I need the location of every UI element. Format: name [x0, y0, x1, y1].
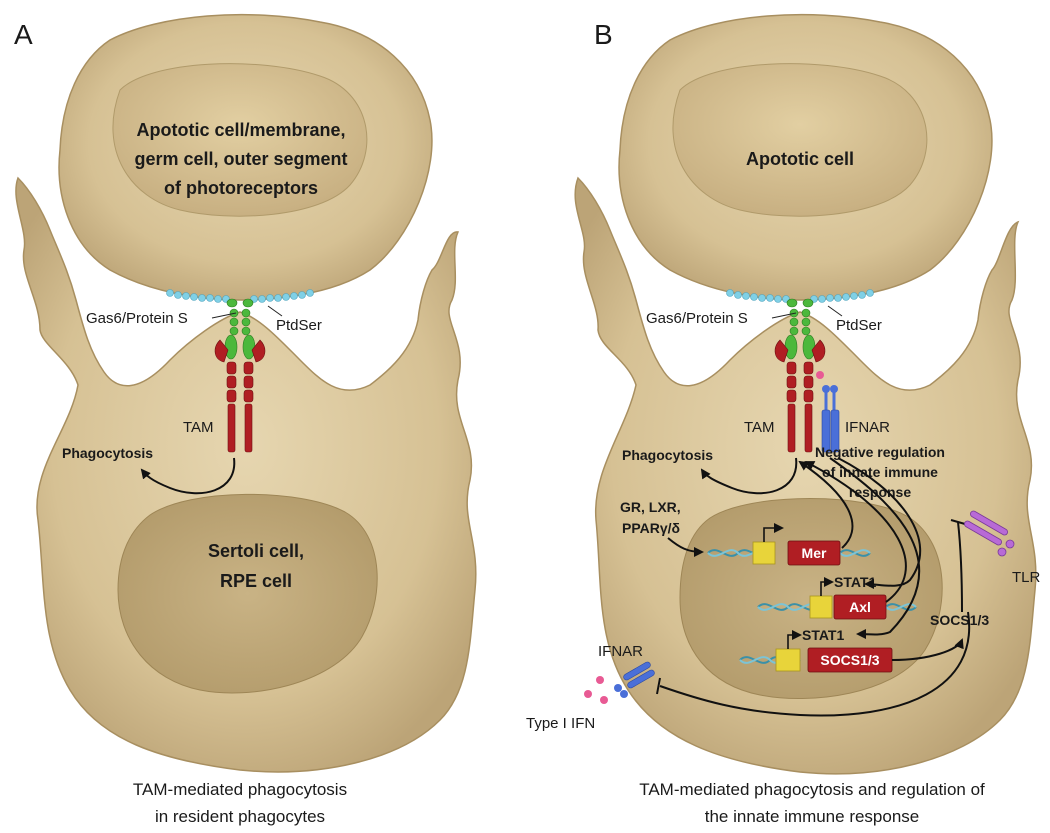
gene-axl — [757, 577, 917, 620]
phagocytosis-label-b: Phagocytosis — [622, 447, 713, 463]
tam-label-b: TAM — [744, 419, 775, 436]
gas6-label-b: Gas6/Protein S — [646, 310, 748, 327]
caption-b-2: the innate immune response — [705, 807, 920, 826]
tam-receptor-b — [774, 339, 826, 453]
type1-ifn-label: Type I IFN — [526, 715, 595, 732]
ifnar-lower-label: IFNAR — [598, 643, 643, 660]
nuclear-receptors-label-2: PPARγ/δ — [622, 520, 680, 536]
neg-reg-label-3: response — [849, 484, 911, 500]
gas6-label-a: Gas6/Protein S — [86, 310, 188, 327]
panel-b: B Apototic cell — [526, 13, 1041, 826]
stat1-label-1: STAT1 — [834, 574, 876, 590]
socs-to-socs-arrow — [891, 638, 964, 661]
phagocytosis-label-a: Phagocytosis — [62, 445, 153, 461]
gene-mer-label: Mer — [802, 545, 827, 561]
panel-a: A Apototic cell/membrane, germ cell, out… — [14, 13, 477, 826]
apoptotic-nucleus-a — [112, 63, 368, 217]
apoptotic-nucleus-b — [672, 63, 928, 217]
nuclear-receptors-label-1: GR, LXR, — [620, 499, 681, 515]
tam-label-a: TAM — [183, 419, 214, 436]
socs-inhibit-tlr — [957, 521, 963, 613]
tlr-label: TLR — [1012, 569, 1041, 586]
panel-b-letter: B — [594, 19, 613, 50]
ptdser-label-a: PtdSer — [276, 317, 322, 334]
caption-a-1: TAM-mediated phagocytosis — [133, 780, 347, 799]
gas6-ligand-a — [224, 298, 256, 360]
socs-inhibit-ifnar — [659, 611, 971, 717]
apoptotic-label-a-2: germ cell, outer segment — [134, 149, 347, 169]
stat1-label-2: STAT1 — [802, 627, 844, 643]
tlr-receptor — [964, 510, 1015, 557]
nucleus-label-a-2: RPE cell — [220, 571, 292, 591]
type1-ifn-molecules — [584, 676, 608, 704]
axl-to-tam-arrow — [804, 461, 907, 603]
panel-a-letter: A — [14, 19, 33, 50]
ptdser-dots-a — [166, 289, 314, 303]
apoptotic-label-a-3: of photoreceptors — [164, 178, 318, 198]
neg-reg-label-2: of innate immune — [822, 464, 938, 480]
caption-a-2: in resident phagocytes — [155, 807, 325, 826]
caption-b-1: TAM-mediated phagocytosis and regulation… — [639, 780, 985, 799]
nucleus-label-a-1: Sertoli cell, — [208, 541, 304, 561]
ifnar-to-stat1b-arrow — [837, 457, 922, 590]
phagocytosis-arrow-a — [140, 457, 236, 495]
ifnar-label-b: IFNAR — [845, 419, 890, 436]
gene-mer — [707, 523, 871, 566]
apoptotic-label-b: Apototic cell — [746, 149, 854, 169]
neg-reg-label-1: Negative regulation — [815, 444, 945, 460]
tam-receptor-a — [214, 339, 266, 453]
mer-to-tam-arrow — [798, 460, 854, 549]
ifnar-lower-receptor — [614, 661, 655, 698]
nucleus-a — [117, 493, 378, 694]
ifnar-to-stat1-arrow — [829, 457, 921, 640]
nuclear-receptor-arrow — [667, 537, 704, 557]
ifnar-receptor-b — [816, 371, 840, 453]
ptdser-label-b: PtdSer — [836, 317, 882, 334]
phagocytosis-arrow-b — [700, 457, 798, 495]
gene-socs — [739, 630, 893, 673]
socs-protein-label: SOCS1/3 — [930, 612, 989, 628]
gene-axl-label: Axl — [849, 599, 871, 615]
gene-socs-label: SOCS1/3 — [820, 652, 879, 668]
apoptotic-label-a-1: Apototic cell/membrane, — [136, 120, 345, 140]
